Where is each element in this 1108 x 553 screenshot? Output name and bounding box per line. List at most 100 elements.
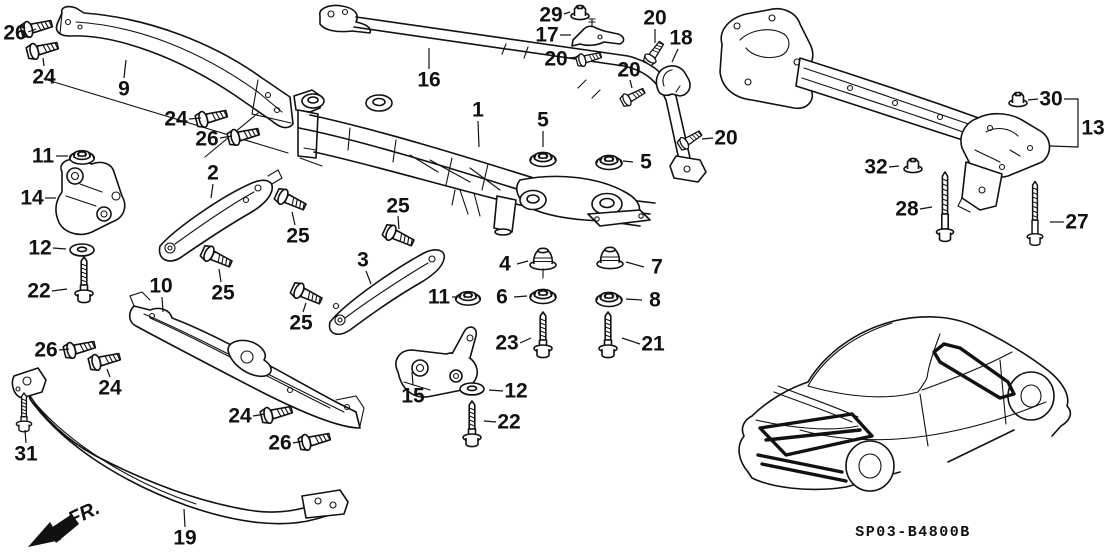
callout-label-5-18: 5 xyxy=(537,109,549,132)
callout-label-25-13: 25 xyxy=(289,312,313,335)
callout-label-14-6: 14 xyxy=(20,187,44,210)
callout-label-15-34: 15 xyxy=(401,385,425,408)
callout-label-25-12: 25 xyxy=(211,282,235,305)
callout-leader-23-32 xyxy=(519,337,532,344)
callout-label-16-16: 16 xyxy=(417,69,440,92)
callout-leader-18-24 xyxy=(671,48,679,63)
washer-12-left xyxy=(69,243,95,257)
part-14-engine-mount-bracket xyxy=(55,158,126,236)
callout-label-24-3: 24 xyxy=(164,108,188,131)
bolt-25-c xyxy=(198,242,235,272)
bolt-21 xyxy=(598,311,618,359)
hardware-layer xyxy=(15,4,1044,453)
callout-label-10-15: 10 xyxy=(149,275,172,298)
nut-32 xyxy=(903,157,923,174)
callout-label-22-8: 22 xyxy=(27,280,50,303)
callout-leader-26-42 xyxy=(292,440,304,444)
car-locator-drawing xyxy=(738,316,1072,492)
callout-leader-5-19 xyxy=(622,160,634,163)
callout-label-12-35: 12 xyxy=(504,380,527,403)
callout-label-24-41: 24 xyxy=(228,405,252,428)
callout-label-26-37: 26 xyxy=(34,339,57,362)
part-13-rear-cross-beam xyxy=(719,8,1051,213)
callout-label-13-44: 13 xyxy=(1081,117,1104,140)
callout-label-19-40: 19 xyxy=(173,527,196,550)
bolt-28 xyxy=(935,171,955,243)
callout-label-5-19: 5 xyxy=(640,151,652,174)
bolt-23 xyxy=(533,311,553,359)
callout-leader-2-9 xyxy=(210,183,214,199)
callout-leader-12-7 xyxy=(52,247,67,250)
callout-label-23-32: 23 xyxy=(495,332,518,355)
callout-leader-15-34 xyxy=(411,371,414,386)
bolt-24-top-left xyxy=(24,37,61,62)
callout-leader-24-38 xyxy=(106,368,111,378)
callout-label-21-33: 21 xyxy=(641,333,665,356)
callout-label-4-27: 4 xyxy=(499,253,511,276)
callout-label-29-20: 29 xyxy=(539,4,562,27)
callout-leader-25-11 xyxy=(397,215,400,230)
callout-leader-1-17 xyxy=(477,120,480,148)
callout-label-26-42: 26 xyxy=(268,432,291,455)
callout-leader-7-30 xyxy=(625,261,645,268)
part-17-clamp-bracket xyxy=(571,18,625,47)
callout-leader-31-39 xyxy=(24,429,27,444)
bolt-25-d xyxy=(288,279,325,309)
fr-arrow-shaft xyxy=(48,514,79,543)
callout-label-30-43: 30 xyxy=(1039,88,1062,111)
callout-leader-21-33 xyxy=(621,337,641,345)
callout-label-25-10: 25 xyxy=(286,225,310,248)
callout-leader-24-3 xyxy=(188,117,202,120)
callout-label-20-25: 20 xyxy=(617,59,640,82)
callout-label-24-1: 24 xyxy=(32,66,56,89)
bolt-27 xyxy=(1026,180,1044,247)
grommet-8 xyxy=(595,291,623,308)
callout-label-20-23: 20 xyxy=(643,7,666,30)
callout-leader-22-8 xyxy=(51,288,68,292)
callout-leader-20-22 xyxy=(568,56,579,59)
callout-leader-26-4 xyxy=(219,135,233,139)
callout-label-3-14: 3 xyxy=(357,249,369,272)
callout-leader-6-29 xyxy=(513,295,528,298)
callout-label-22-36: 22 xyxy=(497,411,520,434)
bolt-24-bottom-left xyxy=(86,348,123,373)
nut-11-center xyxy=(454,290,482,306)
callout-label-6-29: 6 xyxy=(496,286,508,309)
callout-label-12-7: 12 xyxy=(28,237,51,260)
callout-label-26-0: 26 xyxy=(3,22,26,45)
callout-label-26-4: 26 xyxy=(195,128,218,151)
callout-label-7-30: 7 xyxy=(651,256,663,279)
callout-leader-9-2 xyxy=(123,59,127,79)
callout-leader-32-45 xyxy=(888,165,900,168)
washer-12-center xyxy=(459,382,485,396)
bolt-26-bottom-center xyxy=(296,428,333,453)
callout-leader-28-46 xyxy=(919,206,933,210)
part-15-engine-mount-bracket xyxy=(395,326,478,398)
callout-leader-29-20 xyxy=(563,11,571,15)
callout-leader-25-12 xyxy=(218,268,222,283)
bolt-20-c xyxy=(618,84,648,109)
part-3-side-stay-lower xyxy=(328,249,446,335)
callout-label-25-11: 25 xyxy=(386,195,410,218)
grommet-5-b xyxy=(595,154,623,171)
bolt-24-right-of-9 xyxy=(193,105,230,130)
grommet-6 xyxy=(529,288,557,305)
part-1-front-cross-beam xyxy=(293,89,656,236)
nut-29 xyxy=(570,4,590,21)
callout-leader-4-27 xyxy=(516,260,529,265)
callout-label-17-21: 17 xyxy=(535,24,558,47)
callout-leader-13-44 xyxy=(1049,98,1079,148)
callout-leader-20-26 xyxy=(701,137,714,140)
grommet-5-a xyxy=(529,151,557,168)
part-18-clamp-bracket xyxy=(655,65,691,97)
nut-30 xyxy=(1008,91,1028,108)
bolt-22-left xyxy=(74,256,94,304)
callout-label-31-39: 31 xyxy=(14,443,38,466)
mount-rubber-4 xyxy=(529,247,557,271)
callout-label-11-5: 11 xyxy=(32,145,55,168)
callout-label-20-26: 20 xyxy=(714,127,737,150)
callout-leader-25-10 xyxy=(291,211,296,226)
callout-leader-8-31 xyxy=(625,298,643,301)
callout-leader-30-43 xyxy=(1027,98,1039,101)
diagram-code: SP03-B4800B xyxy=(855,524,971,541)
